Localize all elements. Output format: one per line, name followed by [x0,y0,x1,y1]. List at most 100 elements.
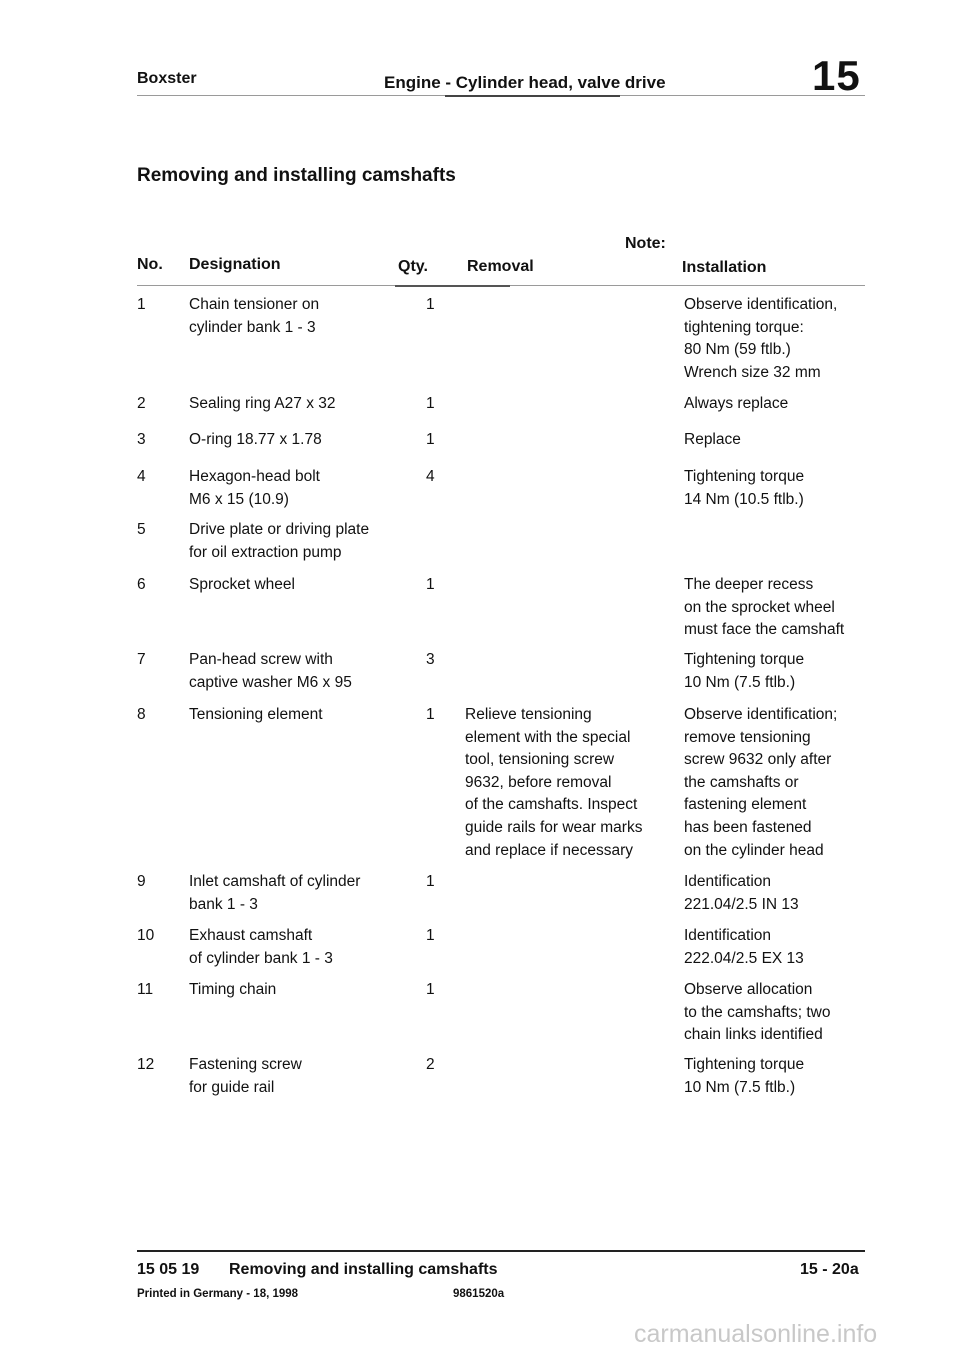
row-designation: Sprocket wheel [189,574,295,597]
row-qty: 2 [426,1056,435,1073]
row-installation-line: 10 Nm (7.5 ftlb.) [684,1078,796,1096]
row-designation-line: of cylinder bank 1 - 3 [189,949,333,967]
row-installation-line: Observe allocation [684,981,813,998]
row-installation-line: has been fastened [684,818,812,836]
row-installation-line: 14 Nm (10.5 ftlb.) [684,490,804,508]
row-designation-line: Inlet camshaft of cylinder [189,873,361,890]
row-installation-line: tightening torque: [684,318,804,336]
row-installation-line: Always replace [684,395,789,412]
row-designation-line: Sealing ring A27 x 32 [189,395,336,412]
row-number: 8 [137,706,146,723]
row-number: 1 [137,296,146,313]
footer-rule [137,1250,865,1252]
row-installation: Tightening torque 14 Nm (10.5 ftlb.) [684,466,804,511]
header-chapter: 15 [812,52,861,99]
col-header-removal: Removal [467,258,534,275]
col-header-no: No. [137,256,163,273]
header-section: Engine - Cylinder head, valve drive [384,73,666,92]
header-rule-accent [445,95,620,97]
row-qty: 3 [426,651,435,668]
row-qty: 1 [426,981,435,998]
row-removal-line: guide rails for wear marks [465,818,643,836]
row-removal-line: of the camshafts. Inspect [465,796,638,814]
row-qty: 1 [426,927,435,944]
row-designation-line: Tensioning element [189,706,323,723]
row-removal-line: 9632, before removal [465,773,612,791]
row-number: 3 [137,431,146,448]
row-installation-line: Wrench size 32 mm [684,363,821,381]
row-installation: Observe identification,tightening torque… [684,294,837,384]
row-qty: 1 [426,706,435,723]
row-qty: 1 [426,576,435,593]
row-designation-line: Fastening screw [189,1056,302,1073]
footer-code: 15 05 19 [137,1261,200,1278]
row-installation-line: 221.04/2.5 IN 13 [684,895,799,913]
row-designation-line: Sprocket wheel [189,576,295,593]
row-designation-line: M6 x 15 (10.9) [189,490,289,508]
row-installation-line: Observe identification; [684,706,838,723]
row-designation: Timing chain [189,979,276,1002]
row-designation-line: Exhaust camshaft [189,927,313,944]
row-installation-line: 222.04/2.5 EX 13 [684,949,804,967]
row-removal-line: and replace if necessary [465,841,634,859]
row-installation-line: Replace [684,431,741,448]
row-designation-line: Pan-head screw with [189,651,333,668]
row-designation: Inlet camshaft of cylinder bank 1 - 3 [189,871,360,916]
row-qty: 1 [426,395,435,412]
col-header-qty: Qty. [398,258,428,275]
row-number: 4 [137,468,146,485]
row-designation: Sealing ring A27 x 32 [189,393,336,416]
row-qty: 1 [426,431,435,448]
row-installation-line: Tightening torque [684,468,805,485]
row-installation-line: the camshafts or [684,773,799,791]
row-designation: Pan-head screw with captive washer M6 x 9… [189,649,352,694]
row-installation-line: Tightening torque [684,651,805,668]
row-designation-line: for guide rail [189,1078,275,1096]
row-designation: Hexagon-head bolt M6 x 15 (10.9) [189,466,320,511]
row-number: 6 [137,576,146,593]
row-designation: Exhaust camshaft of cylinder bank 1 - 3 [189,925,333,970]
row-designation-line: cylinder bank 1 - 3 [189,318,316,336]
column-header-rule-accent [395,285,510,287]
row-designation-line: Drive plate or driving plate [189,521,370,538]
row-designation-line: Hexagon-head bolt [189,468,320,485]
row-number: 2 [137,395,146,412]
footer-doc-number: 9861520a [453,1288,505,1300]
watermark: carmanualsonline.info [634,1320,878,1348]
row-installation-line: chain links identified [684,1026,823,1044]
footer-printed: Printed in Germany - 18, 1998 [137,1288,299,1300]
footer-page-number: 15 - 20a [800,1261,859,1278]
row-number: 11 [137,981,154,998]
row-designation-line: bank 1 - 3 [189,895,258,913]
row-installation: Observe identification; remove tensioning… [684,704,837,862]
row-number: 10 [137,927,155,944]
page-title: Removing and installing camshafts [137,165,456,186]
row-designation-line: captive washer M6 x 95 [189,673,352,691]
row-removal-line: element with the special [465,728,631,746]
row-designation: Fastening screw for guide rail [189,1054,302,1099]
row-number: 7 [137,651,146,668]
row-installation-line: fastening element [684,796,807,814]
row-designation: Chain tensioner on cylinder bank 1 - 3 [189,294,319,339]
row-designation-line: Chain tensioner on [189,296,320,313]
row-installation-line: Identification [684,873,772,890]
row-designation-line: for oil extraction pump [189,543,342,561]
row-installation-line: screw 9632 only after [684,751,832,769]
row-number: 12 [137,1056,155,1073]
col-header-note: Note: [625,235,666,252]
row-designation: O-ring 18.77 x 1.78 [189,429,322,452]
row-installation-line: on the cylinder head [684,841,824,859]
row-installation-line: on the sprocket wheel [684,598,835,616]
row-number: 9 [137,873,146,890]
row-installation-line: must face the camshaft [684,621,845,639]
col-header-designation: Designation [189,256,281,273]
row-installation-line: remove tensioning [684,728,811,746]
row-installation-line: 80 Nm (59 ftlb.) [684,341,791,359]
header-model: Boxster [137,70,197,87]
row-installation-line: The deeper recess [684,576,814,593]
